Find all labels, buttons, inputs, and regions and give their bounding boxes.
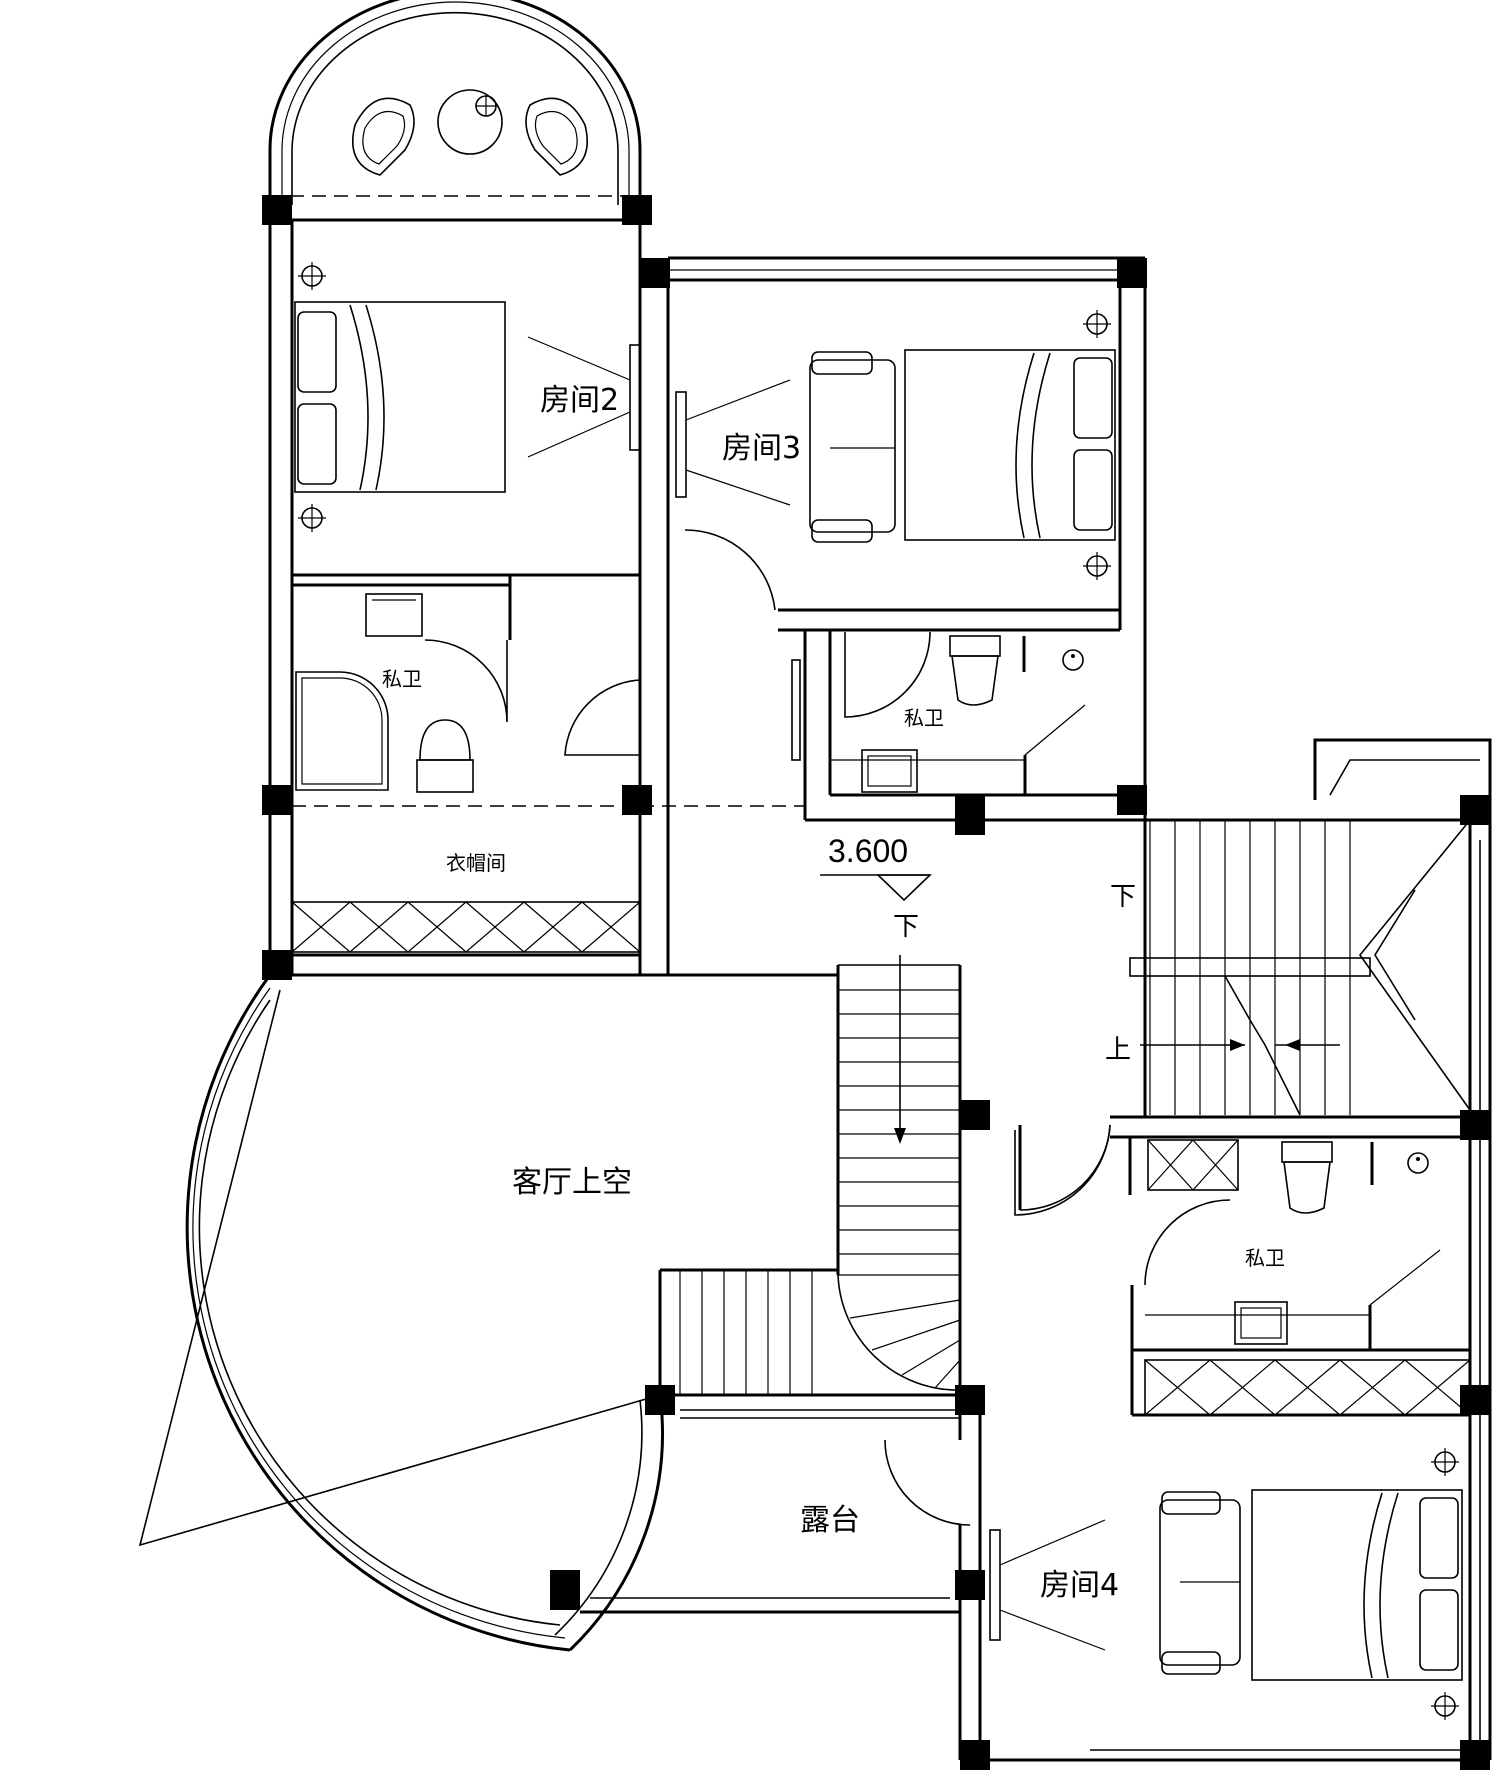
vanity-sink-icon (1234, 1301, 1288, 1345)
right-bath-label: 私卫 (1245, 1246, 1285, 1270)
lamp-icon (1431, 1692, 1459, 1720)
elevation-label: 3.600 (828, 833, 908, 869)
room-4-label: 房间4 (1040, 1568, 1119, 1603)
right-bath-block: 私卫 (1014, 1124, 1471, 1417)
right-stair-block: 下 上 (1105, 738, 1492, 1760)
room-3-block: 房间3 私卫 (668, 256, 1147, 822)
room-2-label: 房间2 (540, 383, 619, 418)
lamp-icon (298, 262, 326, 290)
right-stair-up-label: 上 (1105, 1035, 1131, 1065)
room-4-block: 房间4 (960, 1415, 1490, 1762)
shower-icon (295, 671, 389, 791)
wardrobe-cabinet-icon (291, 901, 641, 953)
toilet-icon (1281, 1141, 1333, 1214)
armchair-icon (525, 97, 589, 176)
lamp-icon (298, 504, 326, 532)
double-bed-icon (294, 301, 506, 493)
living-void: 客厅上空 (138, 973, 838, 1652)
storage-cabinet-icon (1147, 1139, 1239, 1191)
main-stair-block: 3.600 下 (658, 833, 980, 1440)
floor-drain-icon (1062, 649, 1084, 671)
stair-treads (838, 989, 960, 1255)
sofa-icon (1159, 1491, 1241, 1675)
armchair-icon (351, 97, 415, 176)
double-bed-icon (904, 349, 1116, 541)
room-3-label: 房间3 (722, 431, 801, 466)
lamp-icon (1083, 552, 1111, 580)
floor-drain-icon (1407, 1152, 1429, 1174)
vanity-sink-icon (861, 749, 918, 793)
round-table-icon (437, 89, 503, 155)
double-bed-icon (1251, 1489, 1463, 1681)
left-bath-label: 私卫 (382, 667, 422, 691)
lamp-icon (1431, 1448, 1459, 1476)
structural-columns (262, 195, 1490, 1770)
terrace-label: 露台 (800, 1503, 860, 1538)
toilet-icon (416, 719, 474, 793)
wardrobe-label: 衣帽间 (446, 851, 506, 875)
vanity-sink-icon (365, 593, 423, 637)
toilet-icon (949, 635, 1001, 706)
right-stair-down-label: 下 (1110, 882, 1136, 912)
mid-bath-label: 私卫 (904, 706, 944, 730)
sofa-icon (809, 351, 896, 543)
north-bay (268, 0, 642, 205)
stair-down-label: 下 (893, 912, 919, 942)
lamp-icon (1083, 310, 1111, 338)
wardrobe-cabinet-icon (1144, 1359, 1471, 1416)
room-2-block: 房间2 私卫 衣帽间 (268, 205, 805, 977)
living-void-label: 客厅上空 (512, 1165, 632, 1200)
stair-treads (1149, 820, 1351, 1115)
terrace-block: 露台 (580, 1439, 971, 1760)
